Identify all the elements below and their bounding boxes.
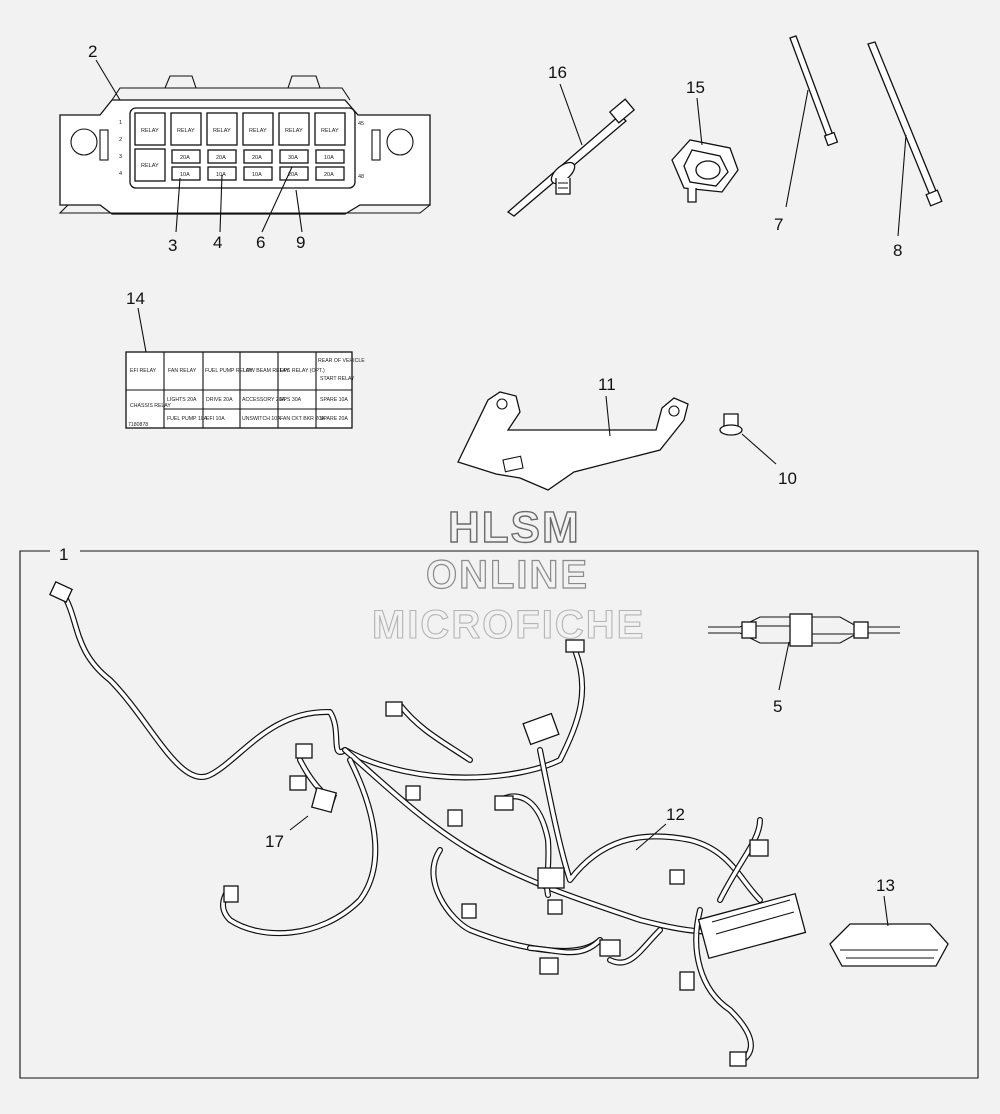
harness-connector-17 — [310, 786, 338, 814]
callout-16: 16 — [548, 63, 567, 82]
svg-text:EPS 30A: EPS 30A — [280, 397, 302, 403]
fuse-slot: 20A — [279, 166, 309, 181]
pin-label: 4 — [119, 171, 122, 177]
relay-slot: RELAY — [314, 112, 346, 146]
svg-text:ACCESSORY 20A: ACCESSORY 20A — [242, 397, 286, 403]
callout-11: 11 — [598, 375, 616, 394]
svg-text:RELAY: RELAY — [213, 128, 231, 134]
fuse-slot: 20A — [207, 149, 237, 164]
fuse-slot: 20A — [243, 149, 273, 164]
pin-label: 3 — [119, 154, 122, 160]
svg-text:10A: 10A — [252, 172, 262, 178]
cable-tie-7 — [789, 35, 839, 147]
relay-slot: RELAY — [170, 112, 202, 146]
callout-8: 8 — [893, 241, 902, 260]
fuse-box-cover — [829, 923, 949, 967]
callout-4: 4 — [213, 233, 222, 252]
harness-frame — [19, 550, 979, 1079]
relay-slot: RELAY — [206, 112, 238, 146]
watermark-line-2: ONLINE — [426, 553, 589, 597]
harness-clamp — [671, 139, 739, 203]
relay-slot: RELAY — [134, 112, 166, 146]
svg-text:EFI RELAY: EFI RELAY — [130, 368, 157, 374]
callout-15: 15 — [686, 78, 705, 97]
svg-text:10A: 10A — [324, 155, 334, 161]
fuse-slot: 20A — [315, 166, 345, 181]
relay-slot: RELAY — [278, 112, 310, 146]
svg-text:20A: 20A — [252, 155, 262, 161]
cable-tie-with-clip — [506, 98, 636, 217]
callout-5: 5 — [773, 697, 782, 716]
watermark-line-3: MICROFICHE — [372, 603, 645, 647]
callout-7: 7 — [774, 215, 783, 234]
svg-text:20A: 20A — [216, 155, 226, 161]
svg-text:RELAY: RELAY — [141, 163, 159, 169]
cable-tie-8 — [867, 41, 943, 207]
mounting-bracket — [457, 391, 689, 491]
svg-text:EFI 10A: EFI 10A — [206, 416, 225, 422]
callout-1: 1 — [59, 545, 68, 564]
svg-text:SPARE 10A: SPARE 10A — [320, 397, 348, 403]
end-label: 45 — [358, 121, 364, 127]
svg-text:RELAY: RELAY — [321, 128, 339, 134]
svg-text:FAN RELAY: FAN RELAY — [168, 368, 197, 374]
svg-text:EPS RELAY (OPT.): EPS RELAY (OPT.) — [280, 368, 325, 374]
callout-13: 13 — [876, 876, 895, 895]
inline-fuse-holder — [708, 613, 900, 647]
svg-text:START RELAY: START RELAY — [320, 376, 355, 382]
svg-text:SPARE 20A: SPARE 20A — [320, 416, 348, 422]
fuse-slot: 10A — [171, 166, 201, 181]
callout-14: 14 — [126, 289, 145, 308]
callout-17: 17 — [265, 832, 284, 851]
svg-text:LOW BEAM RELAY: LOW BEAM RELAY — [243, 368, 290, 374]
fuse-slot: 10A — [315, 149, 345, 164]
svg-text:FAN CKT BKR 20A: FAN CKT BKR 20A — [280, 416, 325, 422]
callout-6: 6 — [256, 233, 265, 252]
svg-text:RELAY: RELAY — [285, 128, 303, 134]
callout-2: 2 — [88, 42, 97, 61]
watermark-line-1: HLSM — [448, 503, 581, 552]
callout-3: 3 — [168, 236, 177, 255]
svg-text:REAR OF VEHICLE: REAR OF VEHICLE — [318, 358, 365, 364]
pin-label: 1 — [119, 120, 122, 126]
fuse-slot: 20A — [171, 149, 201, 164]
svg-text:DRIVE 20A: DRIVE 20A — [206, 397, 233, 403]
leader-lines-fuse-block — [95, 59, 303, 233]
svg-text:30A: 30A — [288, 155, 298, 161]
svg-text:RELAY: RELAY — [249, 128, 267, 134]
svg-text:20A: 20A — [324, 172, 334, 178]
svg-text:UNSWITCH 10A: UNSWITCH 10A — [242, 416, 281, 422]
svg-text:20A: 20A — [288, 172, 298, 178]
svg-text:CHASSIS RELAY: CHASSIS RELAY — [130, 403, 171, 409]
svg-text:10A: 10A — [216, 172, 226, 178]
svg-text:LIGHTS 20A: LIGHTS 20A — [167, 397, 197, 403]
svg-text:FUEL PUMP RELAY: FUEL PUMP RELAY — [205, 368, 253, 374]
relay-slot: RELAY — [134, 148, 166, 182]
callout-12: 12 — [666, 805, 685, 824]
relay-slot: RELAY — [242, 112, 274, 146]
end-label: 48 — [358, 174, 364, 180]
main-wire-harness — [49, 580, 807, 1067]
svg-text:RELAY: RELAY — [141, 128, 159, 134]
fuse-slot: 10A — [243, 166, 273, 181]
callout-9: 9 — [296, 233, 305, 252]
fuse-relay-block: 1 2 3 4 45 48 RELAY RELAY RELAY RELAY RE… — [58, 75, 431, 215]
svg-text:20A: 20A — [180, 155, 190, 161]
pin-label: 2 — [119, 137, 122, 143]
fuse-label-chart: EFI RELAY FAN RELAY FUEL PUMP RELAY LOW … — [125, 351, 365, 429]
callout-10: 10 — [778, 469, 797, 488]
svg-text:10A: 10A — [180, 172, 190, 178]
push-rivet — [719, 413, 743, 436]
svg-text:7180878: 7180878 — [128, 422, 148, 428]
svg-text:FUEL PUMP 10A: FUEL PUMP 10A — [167, 416, 208, 422]
svg-text:RELAY: RELAY — [177, 128, 195, 134]
fuse-slot: 30A — [279, 149, 309, 164]
